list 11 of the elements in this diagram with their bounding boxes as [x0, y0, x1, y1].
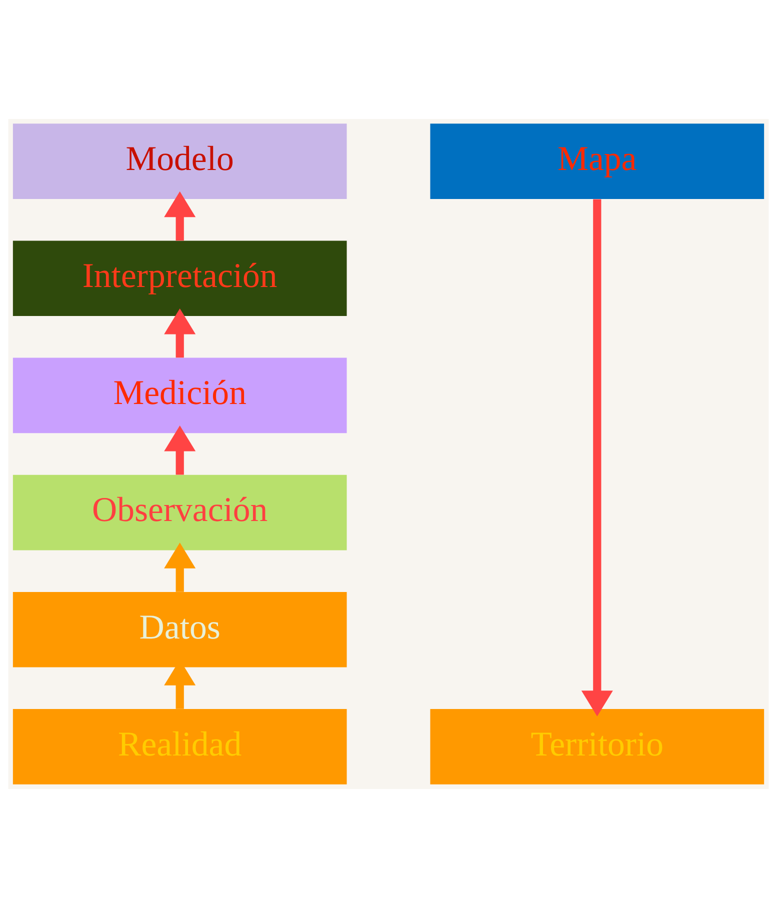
node-box: Datos: [12, 592, 347, 668]
arrow: [164, 542, 196, 592]
arrow: [164, 426, 196, 475]
node-box: Interpretación: [12, 240, 347, 316]
arrow: [581, 199, 613, 716]
node-box: Observación: [12, 474, 347, 550]
arrow: [164, 308, 196, 358]
arrow: [164, 191, 196, 241]
node-box: Mapa: [430, 124, 764, 199]
node-box: Medición: [12, 358, 347, 434]
node-box: Modelo: [12, 124, 347, 199]
